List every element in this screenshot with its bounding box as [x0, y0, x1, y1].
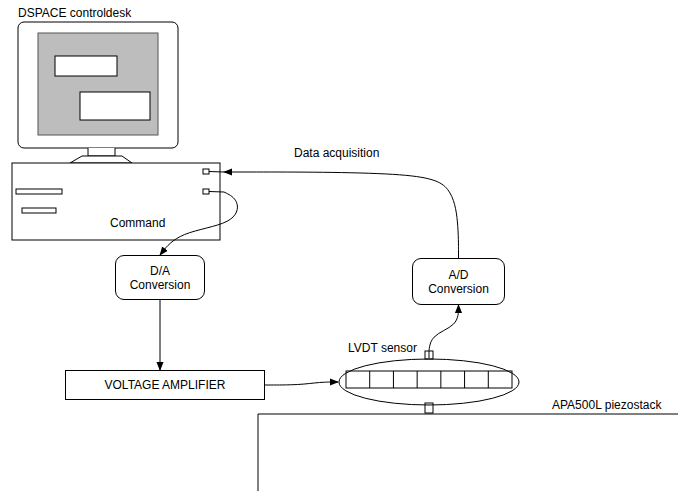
wire [209, 191, 224, 193]
computer-node: DSPACE controldesk [10, 4, 224, 242]
node-text: VOLTAGE AMPLIFIER [105, 378, 226, 392]
node-text: LVDT sensor [348, 341, 520, 355]
piezo-cell [417, 371, 418, 388]
piezo-cell [369, 371, 370, 388]
wire [209, 171, 224, 173]
connector [224, 172, 459, 258]
edge-label: Data acquisition [292, 146, 381, 160]
part-label: APA500L piezostack [552, 398, 661, 412]
window [55, 56, 117, 76]
port [203, 169, 209, 174]
node-text: A/D Conversion [419, 268, 498, 296]
node-text: D/A Conversion [122, 264, 198, 292]
piezostack [346, 371, 512, 388]
node-text: DSPACE controldesk [18, 6, 224, 20]
amplifier-box: VOLTAGE AMPLIFIER [65, 370, 265, 400]
conversion-box: A/D Conversion [412, 258, 505, 305]
piezo-cell [393, 371, 394, 388]
piezo-cell [488, 371, 489, 388]
ellipse-outline [338, 358, 520, 406]
window [80, 92, 150, 120]
connector [160, 300, 161, 370]
drive-slot [16, 189, 62, 194]
drive-slot [22, 208, 56, 213]
connector [160, 192, 237, 255]
edge-label: Command [108, 216, 167, 230]
monitor [18, 22, 178, 148]
sensor-ellipse: LVDT sensor [338, 340, 520, 406]
computer-case [12, 163, 220, 240]
monitor-base [70, 156, 132, 163]
support-bracket [258, 414, 678, 491]
screen [38, 33, 158, 135]
ellipse-outline [339, 359, 519, 405]
port [203, 189, 209, 194]
piezo-cell [440, 371, 441, 388]
connector [265, 382, 338, 385]
connector [429, 305, 459, 358]
monitor-neck [88, 148, 115, 156]
conversion-box: D/A Conversion [115, 255, 205, 300]
piezo-cell [464, 371, 465, 388]
